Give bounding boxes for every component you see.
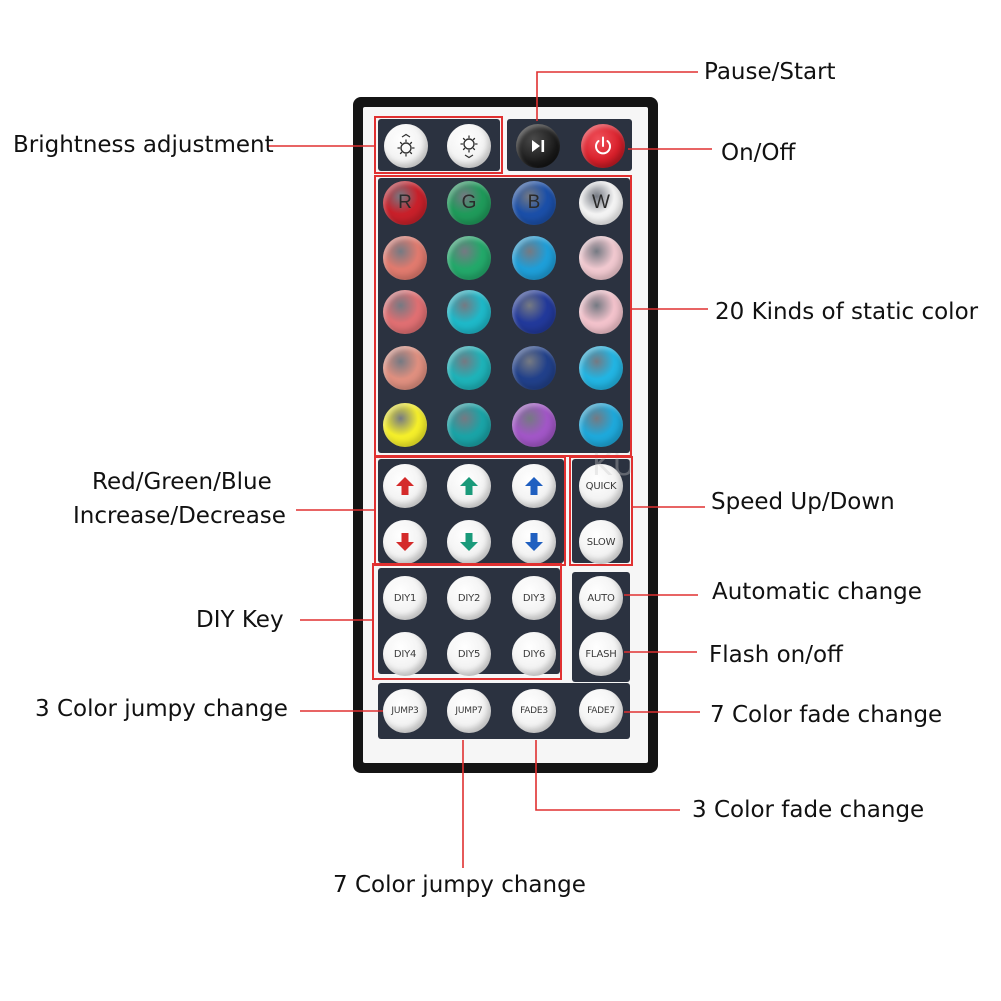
sun-down-icon xyxy=(460,135,478,159)
power-icon xyxy=(595,136,611,155)
jump7-button[interactable]: JUMP7 xyxy=(447,689,491,733)
label-brightness: Brightness adjustment xyxy=(13,132,274,158)
color-key-r3c3[interactable] xyxy=(512,290,556,334)
color-key-r5c2[interactable] xyxy=(447,403,491,447)
color-key-letter: R xyxy=(398,192,412,213)
diy5-button[interactable]: DIY5 xyxy=(447,632,491,676)
diy4-label: DIY4 xyxy=(393,648,417,660)
arrow-down-icon xyxy=(396,533,414,551)
label-diy: DIY Key xyxy=(196,607,284,633)
color-key-r2c2[interactable] xyxy=(447,236,491,280)
label-fade7: 7 Color fade change xyxy=(710,702,943,728)
jump7-label: JUMP7 xyxy=(455,706,483,716)
color-key-r5c3[interactable] xyxy=(512,403,556,447)
quick-button[interactable]: QUICK xyxy=(579,464,623,508)
diy3-label: DIY3 xyxy=(522,592,546,604)
color-key-r1c3[interactable]: B xyxy=(512,181,556,225)
color-key-r2c1[interactable] xyxy=(383,236,427,280)
auto-button[interactable]: AUTO xyxy=(579,576,623,620)
diy3-button[interactable]: DIY3 xyxy=(512,576,556,620)
color-key-r1c2[interactable]: G xyxy=(447,181,491,225)
arrow-up-icon xyxy=(396,477,414,495)
color-key-r1c1[interactable]: R xyxy=(383,181,427,225)
flash-label: FLASH xyxy=(585,648,617,660)
fade3-label: FADE3 xyxy=(520,706,548,716)
blue-decrease-button[interactable] xyxy=(512,520,556,564)
green-increase-button[interactable] xyxy=(447,464,491,508)
color-key-r4c3[interactable] xyxy=(512,346,556,390)
diy6-label: DIY6 xyxy=(522,648,546,660)
diy1-button[interactable]: DIY1 xyxy=(383,576,427,620)
label-static-color: 20 Kinds of static color xyxy=(715,299,979,325)
color-key-r4c1[interactable] xyxy=(383,346,427,390)
color-key-r3c1[interactable] xyxy=(383,290,427,334)
quick-label: QUICK xyxy=(585,480,617,492)
color-key-r3c4[interactable] xyxy=(579,290,623,334)
sun-up-icon xyxy=(397,133,415,157)
color-key-r4c4[interactable] xyxy=(579,346,623,390)
jump3-button[interactable]: JUMP3 xyxy=(383,689,427,733)
play-pause-button[interactable] xyxy=(516,124,560,168)
arrow-down-icon xyxy=(460,533,478,551)
leader-pause-start xyxy=(536,71,698,121)
diy2-button[interactable]: DIY2 xyxy=(447,576,491,620)
label-flash: Flash on/off xyxy=(709,642,843,668)
arrow-down-icon xyxy=(525,533,543,551)
brightness-up-button[interactable] xyxy=(384,124,428,168)
fade7-button[interactable]: FADE7 xyxy=(579,689,623,733)
auto-label: AUTO xyxy=(587,592,615,604)
diy1-label: DIY1 xyxy=(393,592,417,604)
color-key-r4c2[interactable] xyxy=(447,346,491,390)
color-key-r1c4[interactable]: W xyxy=(579,181,623,225)
label-rgb-line1: Red/Green/Blue xyxy=(92,469,272,495)
color-key-letter: W xyxy=(592,192,610,213)
play-pause-icon xyxy=(532,140,545,152)
label-jump7: 7 Color jumpy change xyxy=(333,872,586,898)
arrow-up-icon xyxy=(460,477,478,495)
label-fade3: 3 Color fade change xyxy=(692,797,925,823)
slow-label: SLOW xyxy=(586,536,616,548)
flash-button[interactable]: FLASH xyxy=(579,632,623,676)
color-key-r2c4[interactable] xyxy=(579,236,623,280)
color-key-r2c3[interactable] xyxy=(512,236,556,280)
brightness-down-button[interactable] xyxy=(447,124,491,168)
leader-fade3 xyxy=(535,740,680,811)
fade3-button[interactable]: FADE3 xyxy=(512,689,556,733)
red-decrease-button[interactable] xyxy=(383,520,427,564)
label-pause-start: Pause/Start xyxy=(704,59,836,85)
diy5-label: DIY5 xyxy=(457,648,481,660)
red-increase-button[interactable] xyxy=(383,464,427,508)
color-key-letter: B xyxy=(527,192,541,213)
color-key-r3c2[interactable] xyxy=(447,290,491,334)
jump3-label: JUMP3 xyxy=(391,706,419,716)
diy4-button[interactable]: DIY4 xyxy=(383,632,427,676)
power-button[interactable] xyxy=(581,124,625,168)
label-automatic: Automatic change xyxy=(712,579,922,605)
diy6-button[interactable]: DIY6 xyxy=(512,632,556,676)
label-jump3: 3 Color jumpy change xyxy=(35,696,288,722)
watermark: KU xyxy=(592,448,637,483)
green-decrease-button[interactable] xyxy=(447,520,491,564)
color-key-letter: G xyxy=(461,192,477,213)
color-key-r5c1[interactable] xyxy=(383,403,427,447)
fade7-label: FADE7 xyxy=(587,706,615,716)
diy2-label: DIY2 xyxy=(457,592,481,604)
arrow-up-icon xyxy=(525,477,543,495)
label-on-off: On/Off xyxy=(721,140,796,166)
label-rgb-line2: Increase/Decrease xyxy=(73,503,286,529)
label-speed: Speed Up/Down xyxy=(711,489,895,515)
blue-increase-button[interactable] xyxy=(512,464,556,508)
slow-button[interactable]: SLOW xyxy=(579,520,623,564)
color-key-r5c4[interactable] xyxy=(579,403,623,447)
